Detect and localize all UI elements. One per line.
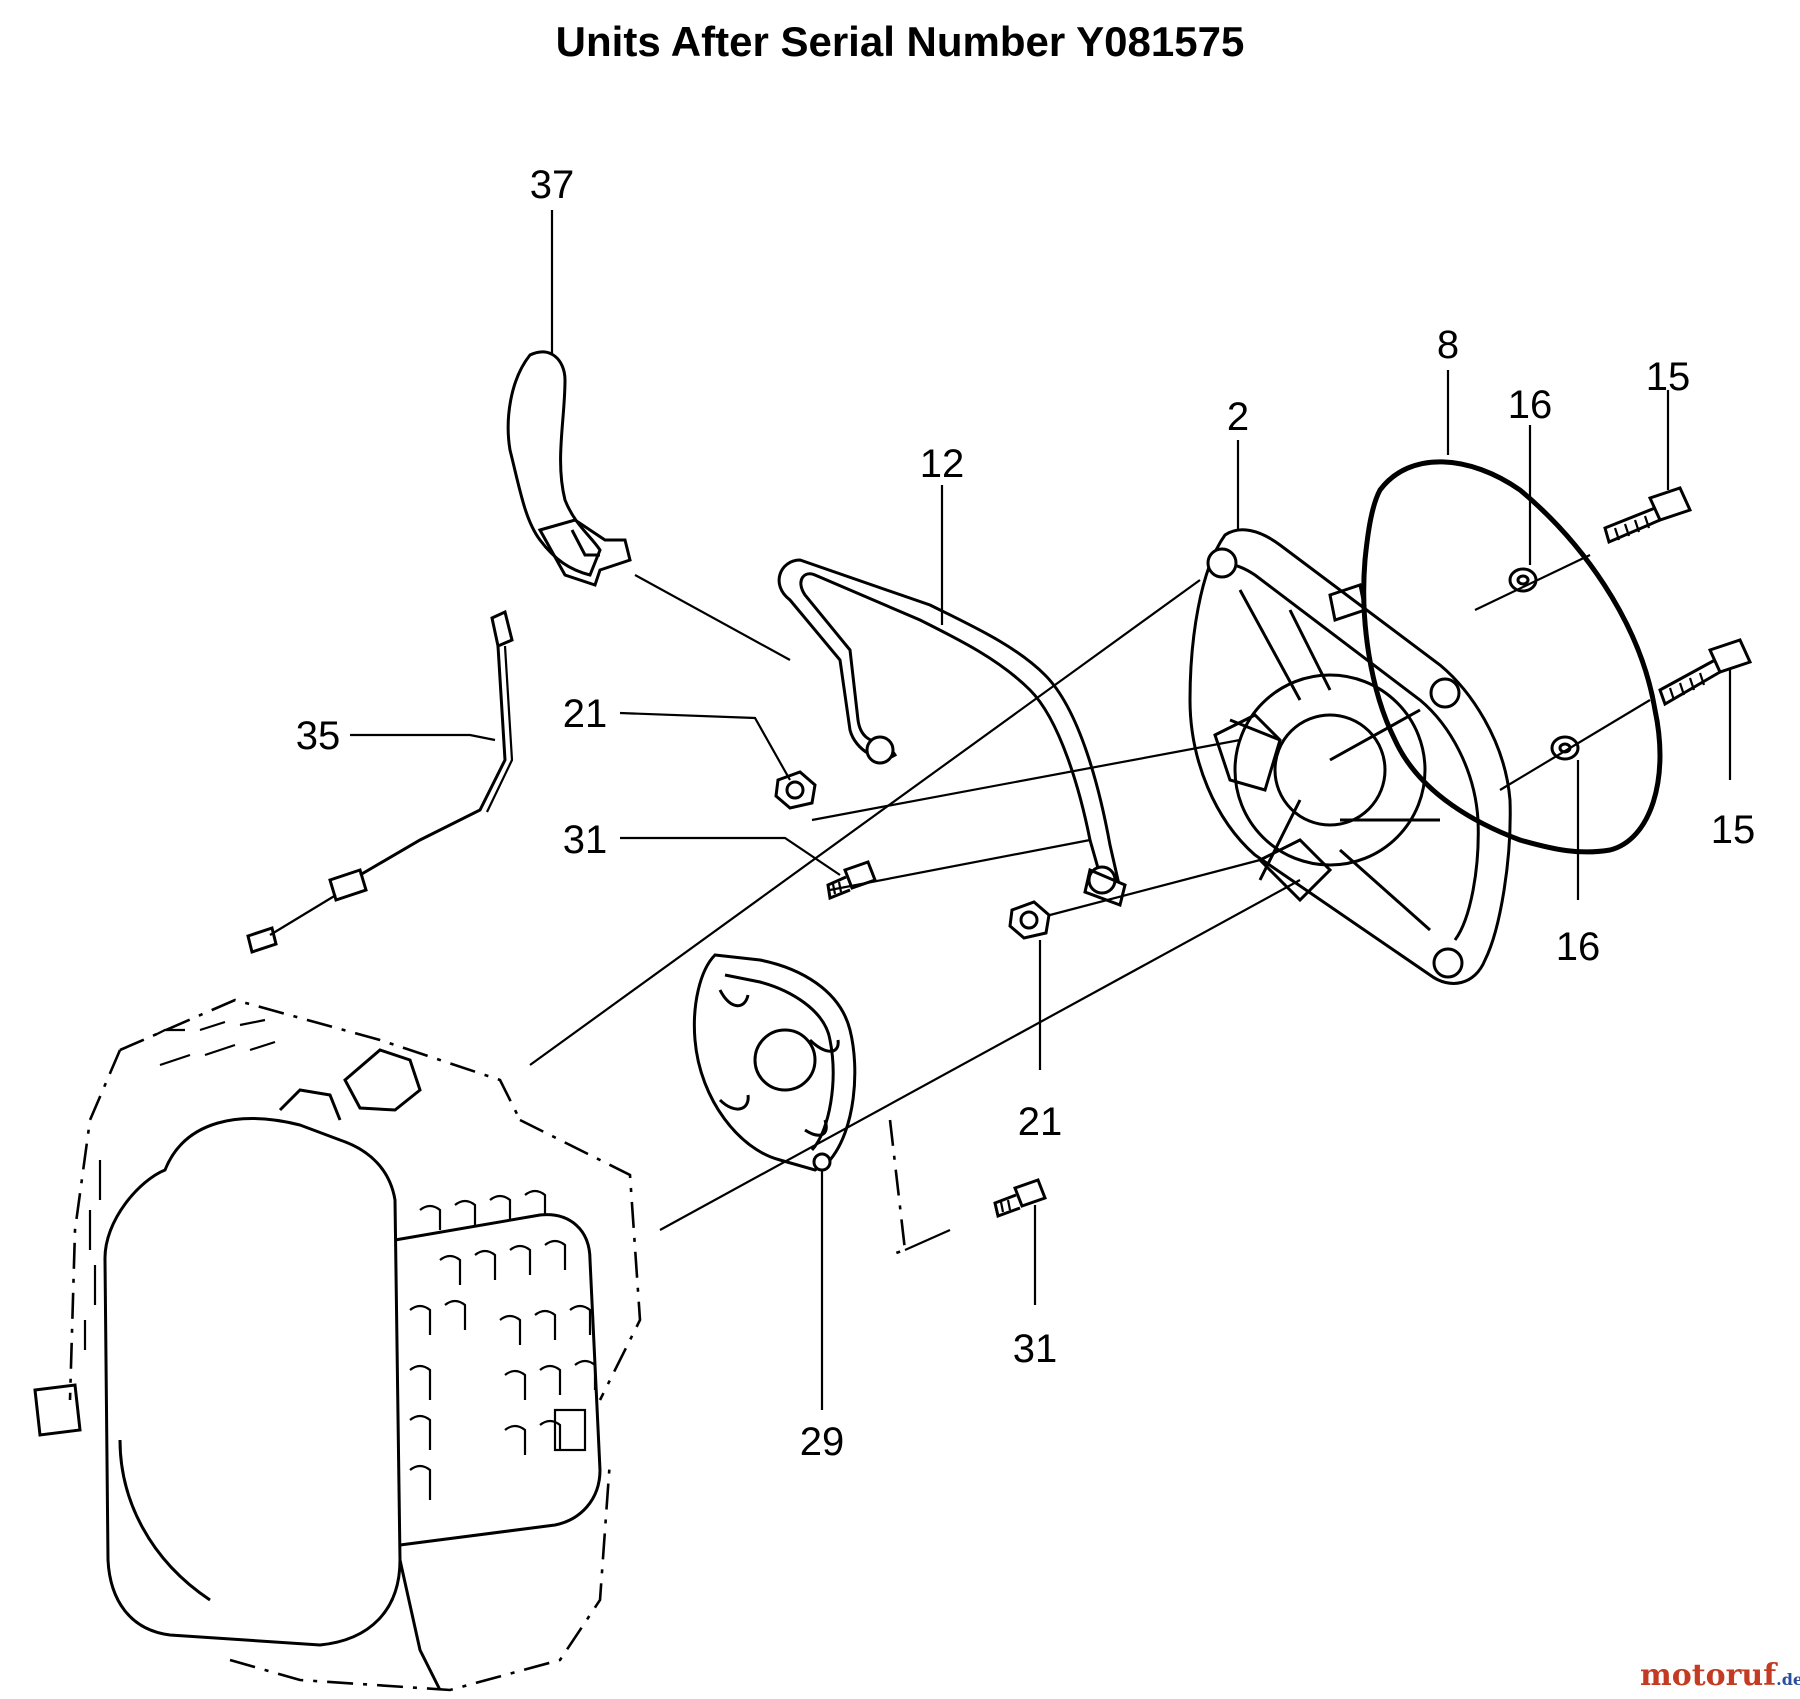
clutch-housing-part (1188, 528, 1512, 985)
callout-31-upper: 31 (563, 818, 608, 862)
callout-16-upper: 16 (1508, 383, 1553, 427)
motoruf-watermark-logo: motoruf.de (1640, 1658, 1800, 1693)
diagram-title: Units After Serial Number Y081575 (555, 18, 1245, 65)
bolt-15-upper (1603, 486, 1693, 545)
callout-12: 12 (920, 442, 965, 486)
bolt-15-lower (1658, 638, 1753, 707)
bolt-31-upper (826, 860, 877, 901)
callout-16-lower: 16 (1556, 925, 1601, 969)
svg-text:motoruf.de: motoruf.de (1640, 1658, 1800, 1693)
leader-lines (350, 210, 1732, 1410)
callout-37: 37 (530, 163, 575, 207)
washer-16-upper (1508, 567, 1538, 593)
bearing-plate-part (692, 953, 857, 1172)
nut-21-upper (774, 770, 817, 810)
callout-21-upper: 21 (563, 692, 608, 736)
callout-2: 2 (1227, 395, 1249, 439)
assembly-lines (529, 554, 1651, 1257)
callout-15-upper: 15 (1646, 355, 1691, 399)
callout-29: 29 (800, 1420, 845, 1464)
bolt-31-lower (993, 1178, 1047, 1218)
watermark-suffix-text: .de (1776, 1670, 1800, 1689)
handle-bracket-part (777, 558, 1127, 907)
callout-8: 8 (1437, 323, 1459, 367)
callout-labels: 37 12 2 8 16 15 35 21 31 15 16 21 29 31 (296, 163, 1756, 1464)
gasket-ring-part (1361, 459, 1663, 855)
watermark-main-text: motoruf (1640, 1658, 1778, 1693)
callout-15-lower: 15 (1711, 808, 1756, 852)
throttle-trigger-part (506, 350, 632, 587)
throttle-cable-part (246, 609, 514, 954)
engine-assembly (33, 998, 642, 1692)
callout-21-lower: 21 (1018, 1100, 1063, 1144)
callout-35: 35 (296, 714, 341, 758)
callout-31-lower: 31 (1013, 1327, 1058, 1371)
nut-21-lower (1008, 900, 1051, 940)
